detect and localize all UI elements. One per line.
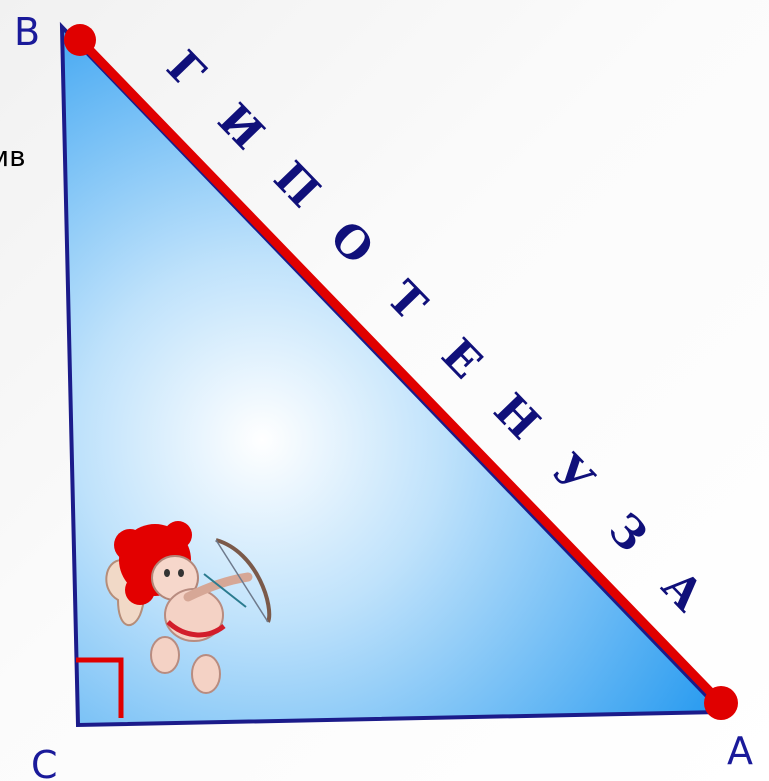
vertex-b-dot bbox=[64, 24, 96, 56]
hyp-letter-3: П bbox=[264, 152, 330, 217]
cupid-with-bow-icon bbox=[105, 521, 272, 694]
vertex-label-c: C bbox=[31, 743, 58, 781]
vertex-a-dot bbox=[704, 686, 738, 720]
hyp-letter-7: Н bbox=[484, 384, 550, 449]
cut-off-text: мв bbox=[0, 140, 26, 173]
vertex-label-a: A bbox=[727, 729, 753, 773]
right-angle-mark bbox=[76, 657, 124, 718]
triangle bbox=[59, 21, 727, 728]
hyp-letter-5: Т bbox=[377, 271, 437, 330]
hyp-letter-6: Е bbox=[431, 329, 491, 389]
hypotenuse-line bbox=[75, 35, 726, 708]
hyp-letter-10: А bbox=[652, 560, 714, 621]
hyp-letter-1: Г bbox=[157, 41, 215, 98]
hyp-letter-4: О bbox=[320, 211, 383, 274]
hyp-letter-8: У bbox=[542, 444, 604, 505]
vertex-label-b: B bbox=[14, 10, 40, 54]
hyp-letter-9: З bbox=[598, 504, 657, 562]
hyp-letter-2: И bbox=[208, 94, 274, 159]
